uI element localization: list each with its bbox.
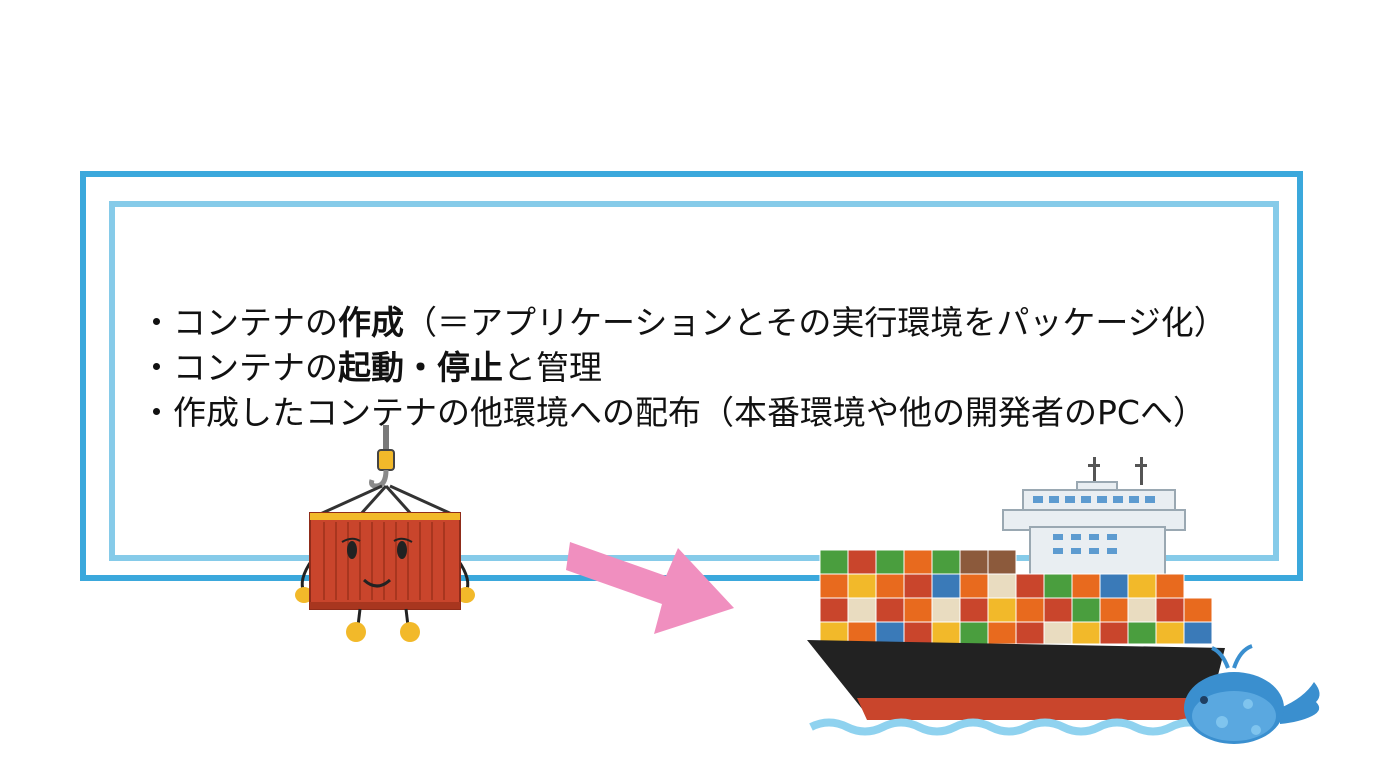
hanging-container-icon [295,425,475,642]
bullet-dot: ・ [140,348,173,387]
bullet-text: と管理 [503,348,602,387]
bullet-text: コンテナの [173,348,338,387]
inner-frame [109,201,1279,561]
bullet-text: コンテナの [173,303,338,342]
bullet-emphasis: 起動 [338,348,404,387]
feature-list: ・コンテナの作成（＝アプリケーションとその実行環境をパッケージ化） ・コンテナの… [140,300,1227,435]
bullet-dot: ・ [140,393,173,432]
bullet-emphasis: 作成 [338,303,404,342]
bullet-text: （＝アプリケーションとその実行環境をパッケージ化） [404,303,1227,342]
bullet-emphasis: 停止 [437,348,503,387]
bullet-text: 作成したコンテナの他環境への配布（本番環境や他の開発者のPCへ） [173,393,1206,432]
arrow-icon [566,542,734,634]
list-item-distribute: ・作成したコンテナの他環境への配布（本番環境や他の開発者のPCへ） [140,390,1227,435]
container-ship-icon [807,457,1245,736]
whale-icon [1184,644,1320,744]
bullet-emphasis: ・ [404,348,437,387]
bullet-dot: ・ [140,303,173,342]
list-item-create: ・コンテナの作成（＝アプリケーションとその実行環境をパッケージ化） [140,300,1227,345]
list-item-start-stop: ・コンテナの起動・停止と管理 [140,345,1227,390]
